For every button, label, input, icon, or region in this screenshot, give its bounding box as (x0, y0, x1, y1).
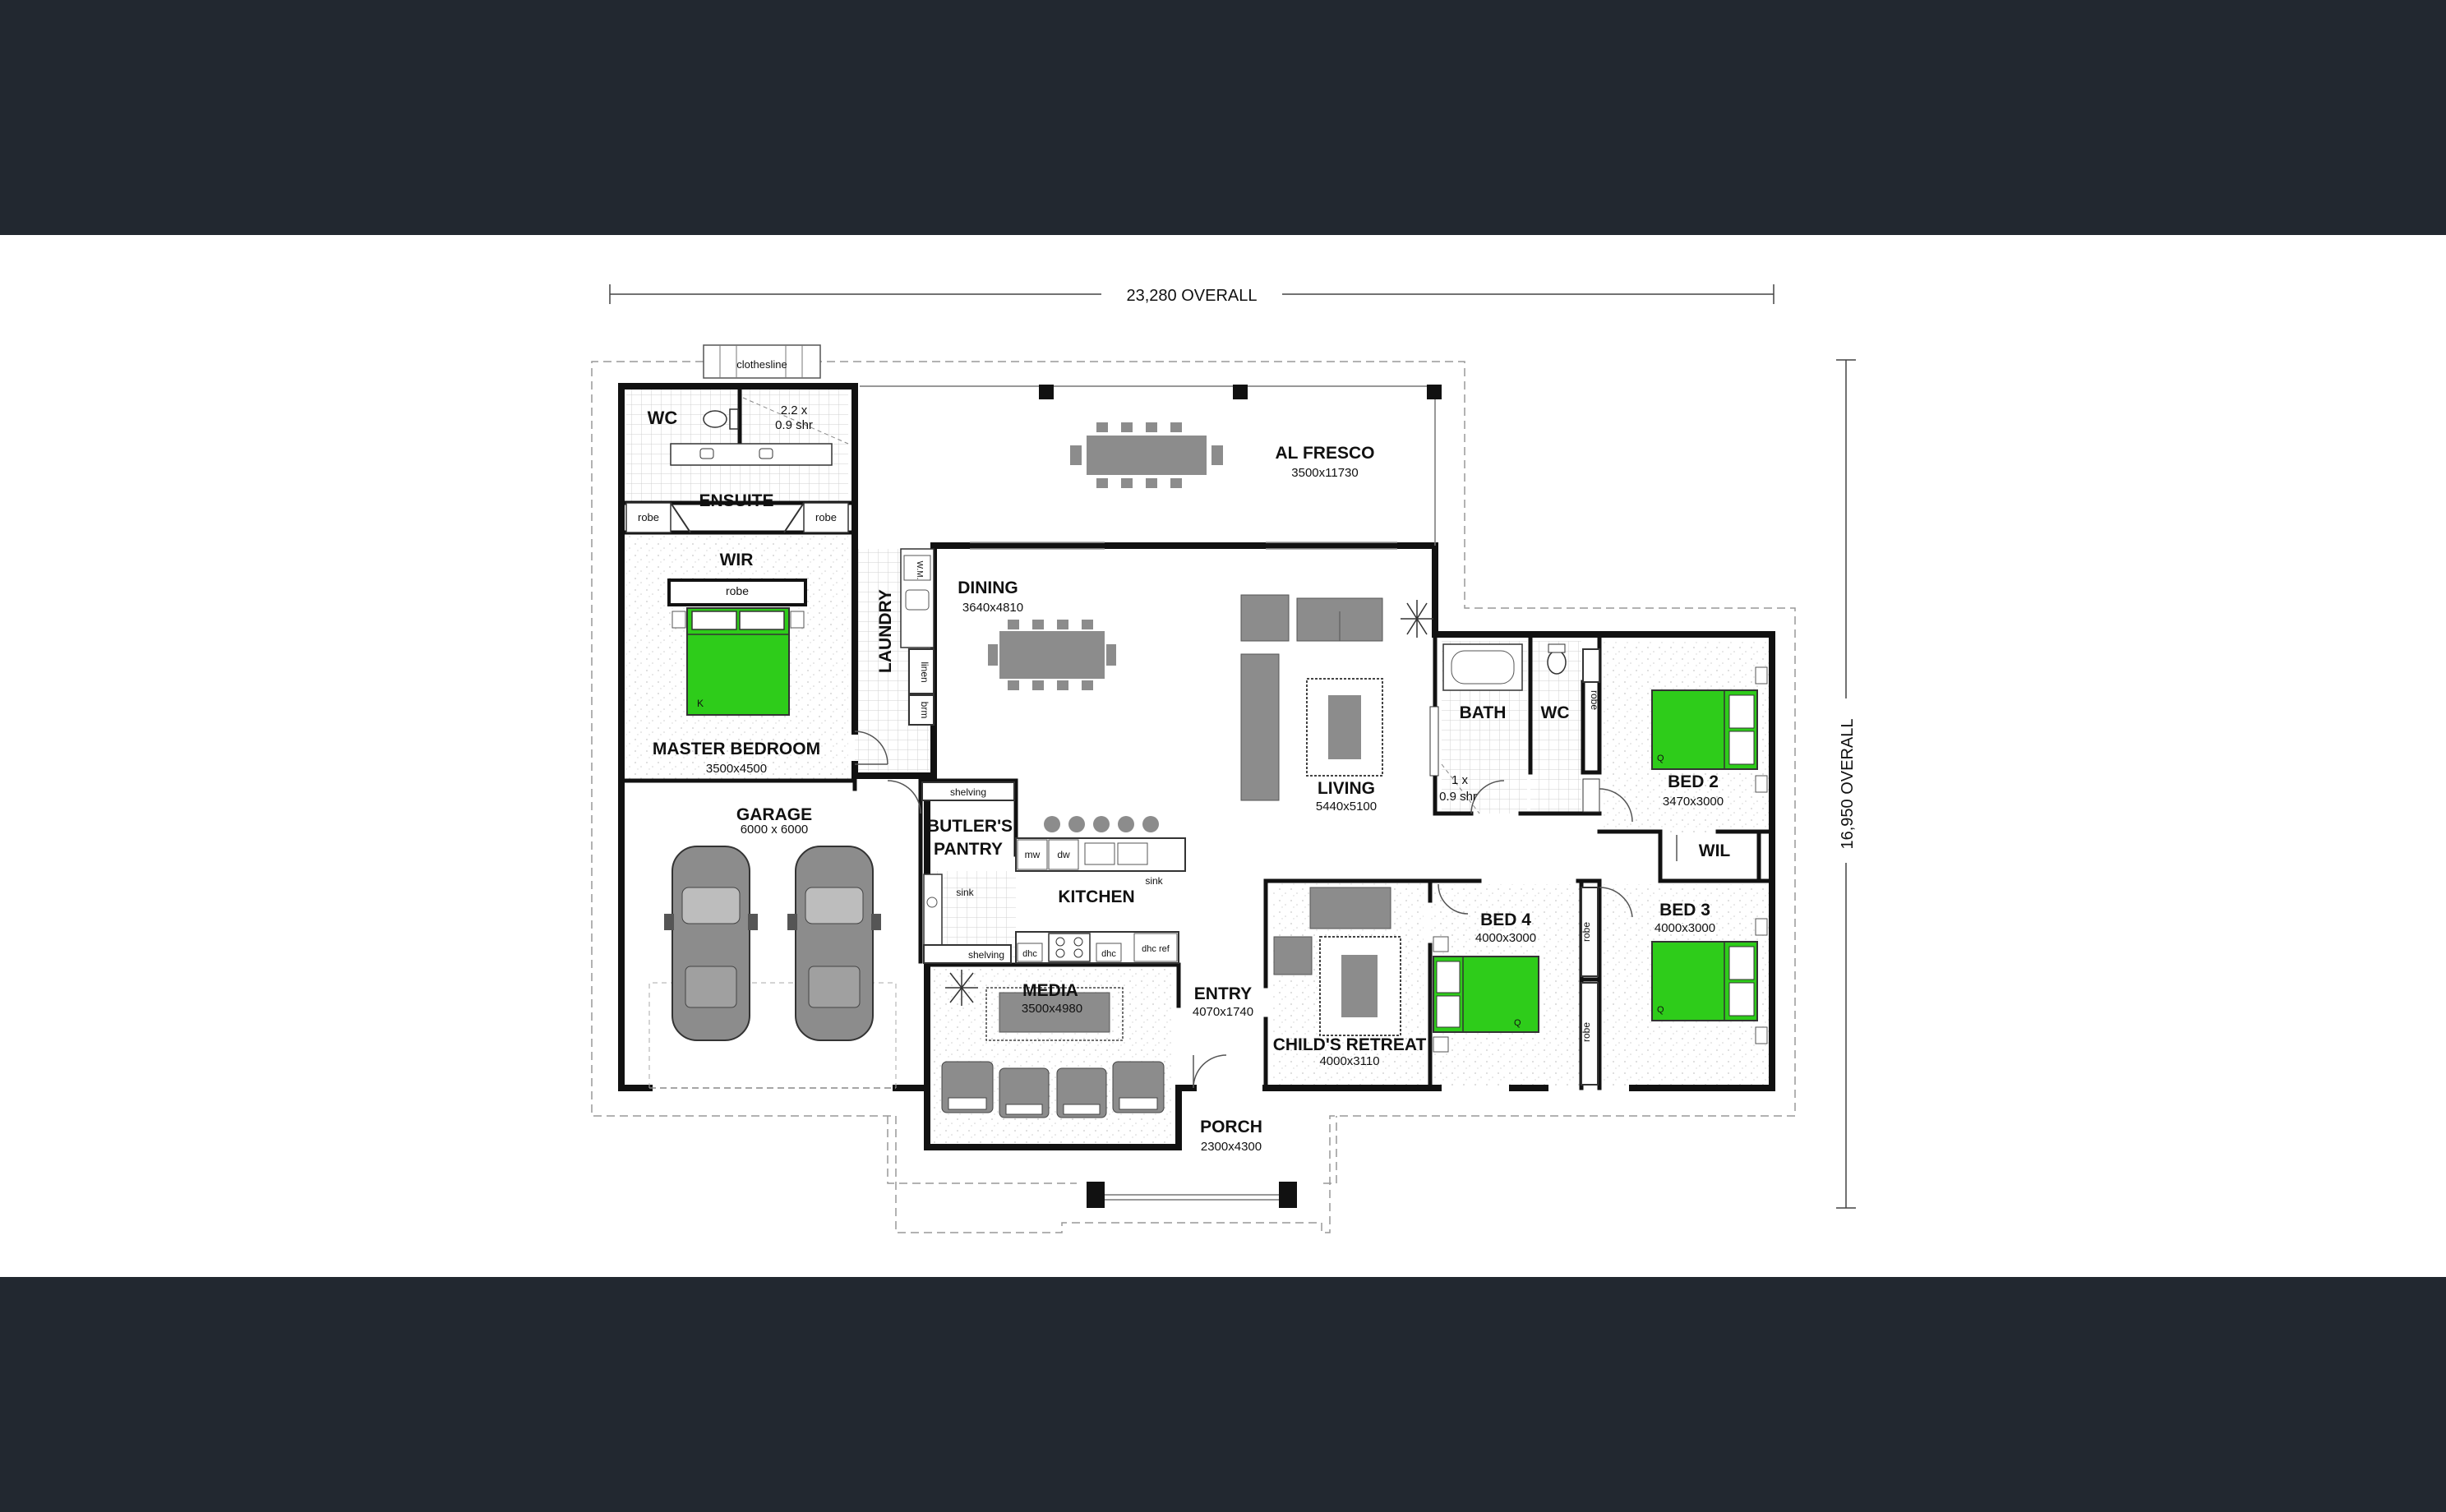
master-bedroom-size: 3500x4500 (706, 762, 767, 776)
bottom-band (0, 1277, 2446, 1512)
garage-door (648, 982, 897, 1089)
entry-size: 4070x1740 (1193, 1005, 1253, 1019)
sink-label: sink (1145, 875, 1163, 887)
cupboard-label: dhc (1101, 949, 1116, 959)
broom-cupboard-label: brm (919, 702, 930, 719)
living-furniture (1240, 594, 1433, 801)
dishwasher-label: dw (1057, 849, 1070, 860)
overall-depth-label: 16,950 OVERALL (1839, 719, 1857, 850)
bed2-label: BED 2 (1668, 772, 1719, 791)
bed4-furniture: Q (1433, 936, 1539, 1053)
alfresco-area (860, 385, 1442, 546)
garage-size: 6000 x 6000 (741, 823, 809, 837)
porch-label: PORCH (1200, 1118, 1262, 1136)
butlers-pantry-label: BUTLER'S (927, 817, 1013, 836)
media-size: 3500x4980 (1022, 1002, 1082, 1016)
dining-table (988, 620, 1116, 690)
shower-size: 0.9 shr (775, 418, 813, 432)
master-furniture: robe K (667, 579, 807, 716)
dimension-depth: 16,950 OVERALL (1834, 359, 1858, 1209)
bath-label: BATH (1460, 703, 1507, 722)
laundry-fixtures: W.M. linen brm (900, 548, 935, 726)
robe-label: robe (815, 511, 837, 523)
entry-label: ENTRY (1194, 984, 1252, 1003)
bathroom-fixtures: robe (1429, 643, 1600, 814)
cupboard-label: dhc (1022, 949, 1037, 959)
wc-label: WC (648, 408, 678, 428)
bed-size-q: Q (1514, 1018, 1521, 1028)
bed-size-q: Q (1657, 1005, 1664, 1015)
retreat-furniture (1273, 887, 1401, 1036)
alfresco-table (1070, 422, 1223, 488)
robe-label: robe (638, 511, 659, 523)
shower-label: 2.2 x (781, 403, 808, 417)
porch-size: 2300x4300 (1201, 1140, 1262, 1154)
overall-width-label: 23,280 OVERALL (1127, 287, 1258, 305)
bed-size-q: Q (1657, 754, 1664, 763)
bed2-size: 3470x3000 (1663, 795, 1724, 809)
wir-label: WIR (720, 551, 754, 569)
robe-label: robe (726, 584, 749, 597)
robe-label: robe (1581, 1022, 1592, 1042)
shower-size: 0.9 shr (1439, 790, 1477, 804)
sink-label: sink (956, 887, 974, 898)
dining-size: 3640x4810 (962, 601, 1023, 615)
bed3-furniture: Q robe robe (1581, 887, 1768, 1086)
shelving-label: shelving (968, 949, 1004, 961)
drawing-sheet (0, 235, 2446, 1277)
bed4-size: 4000x3000 (1475, 931, 1536, 945)
alfresco-label: AL FRESCO (1276, 444, 1375, 463)
wil-label: WIL (1699, 841, 1731, 860)
butlers-pantry-label-2: PANTRY (934, 840, 1003, 859)
childs-retreat-label: CHILD'S RETREAT (1273, 1035, 1427, 1054)
fridge-label: dhc ref (1142, 944, 1170, 954)
dining-label: DINING (958, 579, 1018, 597)
bed4-label: BED 4 (1480, 910, 1531, 929)
top-band (0, 0, 2446, 235)
living-label: LIVING (1318, 779, 1375, 798)
garage-cars (664, 846, 881, 1041)
sliding-doors (970, 542, 1397, 550)
wc-label: WC (1541, 703, 1570, 722)
childs-retreat-size: 4000x3110 (1319, 1054, 1379, 1068)
bed3-size: 4000x3000 (1655, 921, 1715, 935)
kitchen-label: KITCHEN (1058, 887, 1134, 906)
shelving-label: shelving (950, 786, 986, 798)
living-size: 5440x5100 (1316, 800, 1377, 814)
robe-label: robe (1589, 690, 1600, 710)
robe-label: robe (1581, 922, 1592, 942)
bed2-furniture: Q (1651, 666, 1768, 793)
kitchen-fixtures: shelving sink shelving mw dw sink dhc dh… (921, 781, 1186, 964)
linen-label: linen (919, 662, 930, 682)
clothesline-label: clothesline (736, 358, 787, 371)
garage-label: GARAGE (736, 805, 812, 824)
master-bedroom-label: MASTER BEDROOM (653, 740, 820, 758)
ensuite-label: ENSUITE (699, 491, 773, 510)
clothesline: clothesline (703, 344, 821, 379)
room-labels: WC 2.2 x 0.9 shr ENSUITE WIR MASTER BEDR… (648, 403, 1731, 1154)
shower-label: 1 x (1451, 773, 1469, 787)
roof-outline (591, 361, 1796, 1233)
media-label: MEDIA (1022, 981, 1078, 1000)
alfresco-size: 3500x11730 (1291, 466, 1358, 480)
door-swings (854, 731, 1678, 1089)
media-furniture (941, 970, 1165, 1118)
dimension-width: 23,280 OVERALL (609, 283, 1775, 306)
washing-machine-label: W.M. (915, 561, 924, 580)
laundry-label: LAUNDRY (876, 589, 895, 673)
ensuite-fixtures: robe robe (625, 397, 849, 533)
bed3-label: BED 3 (1659, 901, 1710, 920)
bed-size-k: K (697, 698, 704, 709)
porch (1087, 1182, 1297, 1208)
microwave-label: mw (1025, 849, 1041, 860)
